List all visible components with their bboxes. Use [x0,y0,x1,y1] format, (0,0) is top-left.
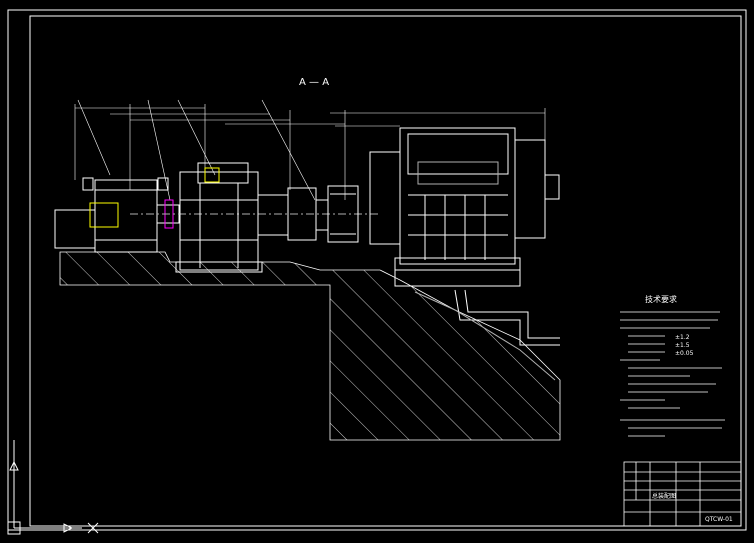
drawing-border [7,9,747,531]
dimension-lines [74,99,546,201]
ground-hatch [59,251,561,441]
motor [54,177,169,253]
tolerance-1: ±1.2 [675,334,690,341]
section-label: A — A [299,77,329,88]
tech-requirements-title: 技术要求 [645,294,677,304]
part-number: QTCW-01 [705,516,733,523]
ucs-x-axis-icon [63,523,74,533]
crusher [369,127,560,287]
ucs-icon [7,440,99,535]
title-block-name: 总装配图 [652,492,676,500]
tolerance-2: ±1.5 [675,342,690,349]
gearbox [175,162,263,273]
coupling [130,199,380,229]
ucs-y-axis-icon [9,460,19,471]
drawing-inner-border [29,15,742,527]
drive-shaft [257,185,359,243]
discharge-chute [414,289,560,381]
title-block [623,461,742,527]
tolerance-3: ±0.05 [675,350,694,357]
tech-requirements: 技术要求 ±1.2 ±1.5 ±0.05 [620,294,725,437]
